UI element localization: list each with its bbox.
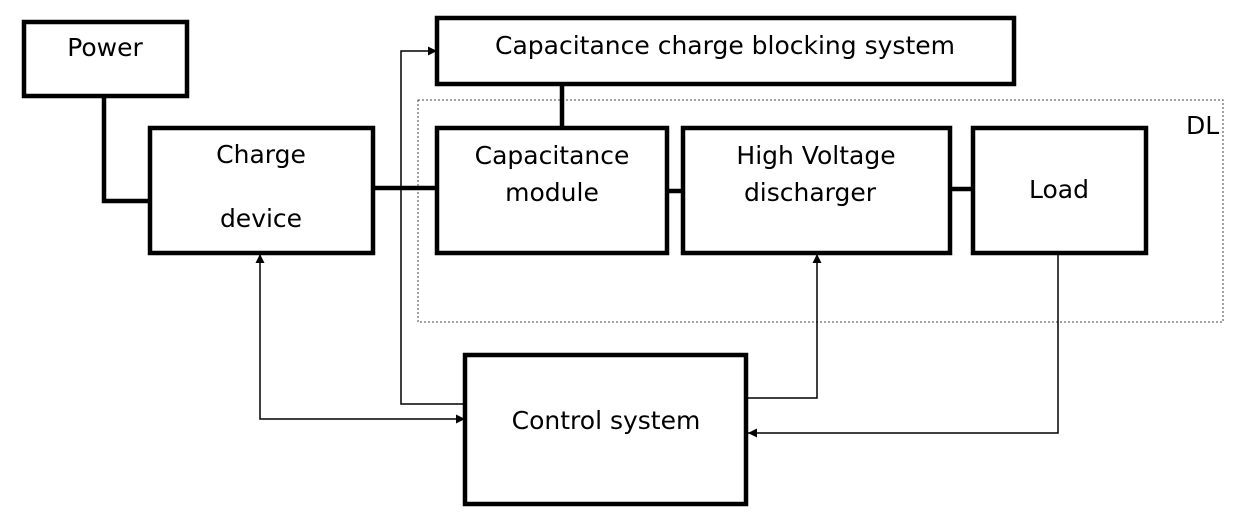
- hv-discharger-label-line1: High Voltage: [736, 141, 895, 170]
- charge-device-label-line2: device: [220, 204, 302, 233]
- load-label: Load: [1029, 175, 1089, 204]
- power-label: Power: [67, 33, 143, 62]
- power-to-charge-device-line: [101, 96, 150, 204]
- dl-group-boundary: [417, 99, 1224, 323]
- load-block: Load: [970, 125, 1149, 256]
- capacitance-module-block: Capacitance module: [434, 125, 670, 256]
- capacitance-module-label-line2: module: [505, 178, 599, 207]
- capacitance-module-label-line1: Capacitance: [475, 141, 630, 170]
- power-block: Power: [21, 19, 190, 99]
- dl-group-label: DL: [1186, 111, 1219, 140]
- hv-discharger-label-line2: discharger: [744, 178, 877, 207]
- control-system-label: Control system: [512, 406, 701, 435]
- charge-device-block: Charge device: [147, 125, 376, 256]
- control-system-block: Control system: [462, 352, 749, 507]
- load-to-control-arrow: [748, 254, 1059, 438]
- control-charge-device-bidirectional-arrow: [255, 254, 465, 424]
- blocking-system-block: Capacitance charge blocking system: [434, 15, 1017, 87]
- charge-device-label-line1: Charge: [216, 140, 306, 169]
- control-to-hv-discharger-arrow: [746, 254, 822, 399]
- blocking-system-label: Capacitance charge blocking system: [495, 31, 955, 60]
- hv-discharger-block: High Voltage discharger: [680, 125, 953, 256]
